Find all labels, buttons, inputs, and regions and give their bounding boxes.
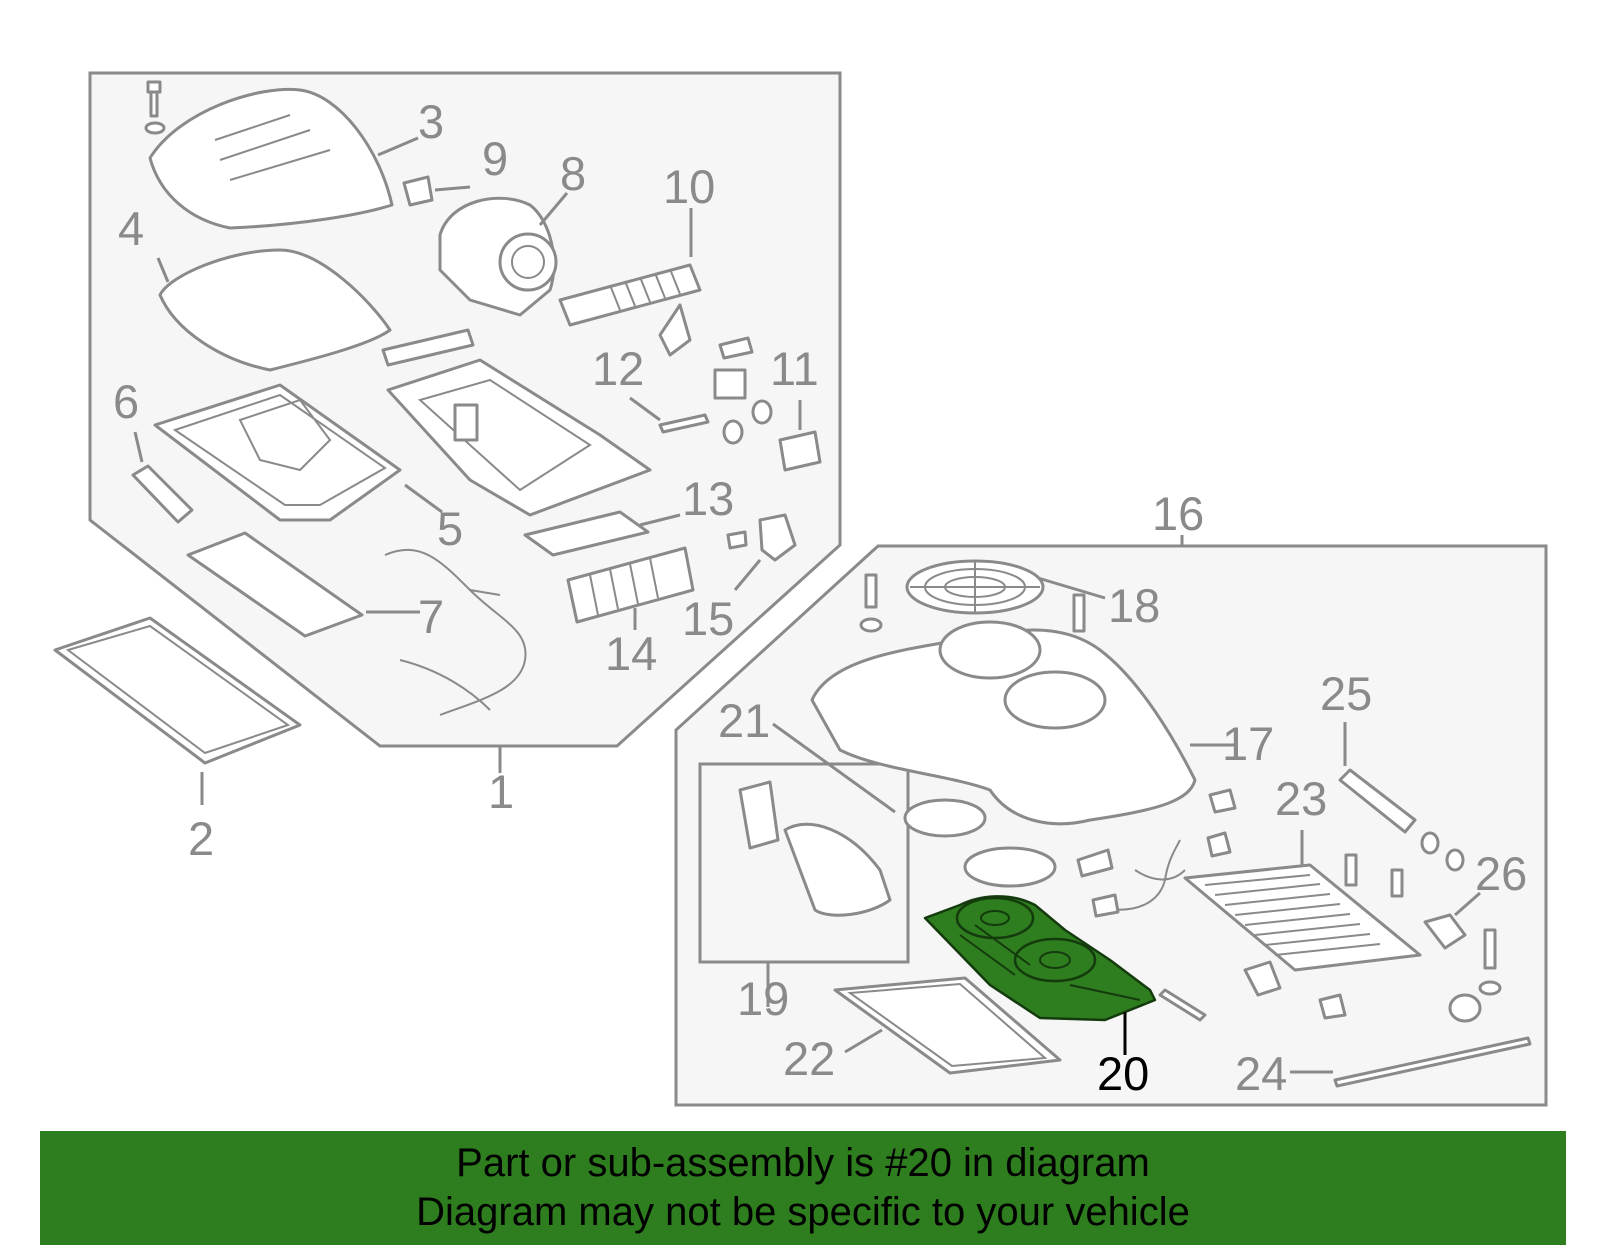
part-15-clip[interactable] [758,513,797,562]
part-23-condenser[interactable] [1183,863,1422,972]
callout-17: 17 [1222,717,1274,770]
connector [713,368,747,400]
callout-19: 19 [737,972,789,1025]
callout-16: 16 [1152,487,1204,540]
part-12-link[interactable] [658,413,710,434]
part-3-cover[interactable] [148,87,394,230]
part-21-ring[interactable] [963,846,1057,888]
bolt-icon [864,573,878,609]
callout-6: 6 [113,375,139,428]
callout-14: 14 [605,627,657,680]
part-9-resistor[interactable] [402,175,434,207]
o-ring [1420,831,1440,855]
banner-line-2: Diagram may not be specific to your vehi… [416,1190,1190,1234]
callout-26: 26 [1475,847,1527,900]
part-25-tube[interactable] [1338,768,1417,834]
callout-13: 13 [682,472,734,525]
part-6-filter[interactable] [131,464,194,524]
callout-4: 4 [118,202,144,255]
bolt-icon [718,336,754,360]
callout-7: 7 [418,590,444,643]
clip [726,530,748,550]
callout-21: 21 [718,694,770,747]
clip [1206,831,1232,858]
part-18-fan-guard[interactable] [905,559,1045,615]
callout-10: 10 [663,160,715,213]
bolt-icon [1076,848,1114,878]
part-5-housing[interactable] [153,383,402,522]
grommet [751,399,773,425]
part-22-filter-frame[interactable] [833,976,1062,1075]
bolt-icon [1483,928,1497,970]
part-17-cover[interactable] [810,620,1197,826]
part-2-gasket[interactable] [53,616,302,765]
part-8-blower-motor[interactable] [438,196,558,317]
grommet [722,419,744,445]
callout-25: 25 [1320,667,1372,720]
washer [859,617,883,633]
wiring-harness [384,549,527,716]
callout-9: 9 [482,132,508,185]
callout-24: 24 [1235,1047,1287,1100]
clip [1158,988,1207,1022]
fan-harness [1099,839,1186,911]
connector [1091,893,1120,918]
callout-2: 2 [188,812,214,865]
part-26-switch[interactable] [1423,913,1467,950]
callout-5: 5 [437,502,463,555]
callout-20: 20 [1097,1047,1149,1100]
nut [1318,993,1347,1020]
callout-15: 15 [682,592,734,645]
callout-11: 11 [770,342,819,395]
callout-8: 8 [560,147,586,200]
bolt-icon [1344,853,1358,887]
washer [1478,980,1502,996]
bolt-icon [1390,868,1404,898]
part-19-louver[interactable] [738,780,780,850]
callout-23: 23 [1275,772,1327,825]
lower-housing[interactable] [386,358,652,517]
part-13-cabin-filter[interactable] [523,510,650,557]
part-20-fan-assembly[interactable] [923,895,1157,1022]
bolt-icon [144,80,166,135]
callout-1: 1 [488,765,514,818]
bracket [381,328,475,367]
part-24-strip[interactable] [1333,1036,1532,1088]
callout-18: 18 [1108,579,1160,632]
callout-3: 3 [418,95,444,148]
callout-22: 22 [783,1032,835,1085]
banner-line-1: Part or sub-assembly is #20 in diagram [456,1141,1150,1185]
part-11-sensor[interactable] [778,430,822,472]
o-ring [1445,848,1465,872]
info-banner: Part or sub-assembly is #20 in diagram D… [40,1131,1566,1245]
bolt-icon [1072,593,1086,633]
grommet [1448,993,1482,1023]
part-14-grille[interactable] [566,546,695,624]
part-19-mesh-panel[interactable] [783,822,892,917]
callout-labels: 1 2 3 4 5 6 7 8 9 10 11 12 13 14 15 16 1… [113,95,1527,1100]
part-21-ring[interactable] [903,798,987,838]
clip [1208,788,1237,814]
bolt-icon [1243,960,1282,997]
part-7-gasket[interactable] [186,531,364,638]
callout-12: 12 [592,342,644,395]
part-10-heater-core[interactable] [558,263,702,357]
part-4-seal[interactable] [158,248,392,372]
